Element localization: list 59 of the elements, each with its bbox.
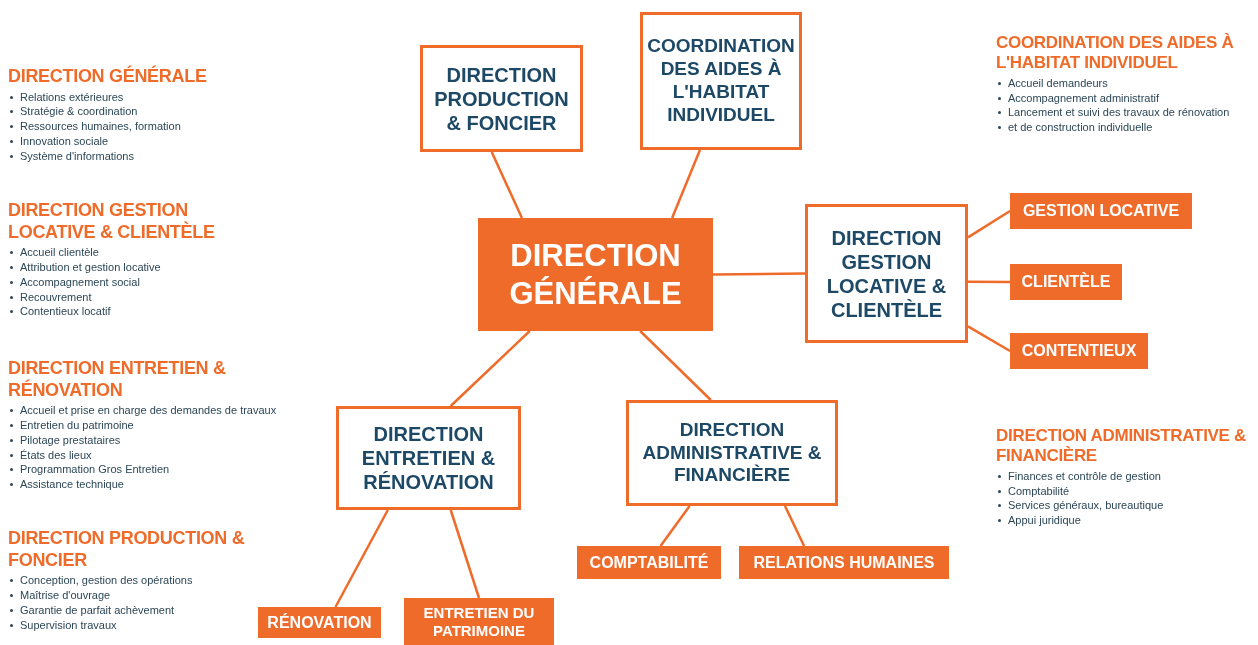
section-heading: DIRECTION GESTION LOCATIVE & CLIENTÈLE <box>8 200 216 244</box>
connector-line <box>334 509 389 608</box>
connector-line <box>490 151 524 219</box>
bullet-item: Innovation sociale <box>8 134 268 149</box>
bullet-item: et de construction individuelle <box>996 120 1258 135</box>
bullet-item: Stratégie & coordination <box>8 104 268 120</box>
department-box: DIRECTION ENTRETIEN & RÉNOVATION <box>336 406 521 510</box>
bullet-item: Recouvrement <box>8 289 248 305</box>
connector-line <box>713 272 805 276</box>
connector-line <box>659 505 691 547</box>
bullet-item: Appui juridique <box>996 513 1258 528</box>
section-heading: COORDINATION DES AIDES À L'HABITAT INDIVIDUEL <box>996 33 1235 74</box>
connector-line <box>449 330 531 407</box>
section-heading: DIRECTION PRODUCTION & FONCIER <box>8 528 246 572</box>
service-box: ENTRETIEN DU PATRIMOINE <box>404 598 554 645</box>
section-heading: DIRECTION ADMINISTRATIVE & FINANCIÈRE <box>996 426 1248 467</box>
bullet-item: Finances et contrôle de gestion <box>996 468 1258 484</box>
bullet-item: États des lieux <box>8 447 277 463</box>
bullet-item: Comptabilité <box>996 483 1258 499</box>
bullet-item: Accompagnement administratif <box>996 90 1258 106</box>
bullet-item: Accueil clientèle <box>8 245 248 260</box>
bullet-item: Relations extérieures <box>8 89 268 105</box>
bullet-item: Assistance technique <box>8 477 277 492</box>
bullet-item: Garantie de parfait achèvement <box>8 602 248 618</box>
service-box: CONTENTIEUX <box>1010 333 1148 369</box>
bullet-item: Entretien du patrimoine <box>8 418 277 433</box>
bullet-item: Conception, gestion des opérations <box>8 573 248 588</box>
bullet-item: Supervision travaux <box>8 617 248 633</box>
department-box: DIRECTION ADMINISTRATIVE & FINANCIÈRE <box>626 400 838 506</box>
service-box: GESTION LOCATIVE <box>1010 193 1192 229</box>
service-box: COMPTABILITÉ <box>577 546 721 579</box>
connector-line <box>639 330 712 401</box>
service-box: DIRECTION GÉNÉRALE <box>478 218 713 331</box>
bullet-item: Accompagnement social <box>8 274 248 290</box>
bullet-item: Accueil et prise en charge des demandes de travaux <box>8 403 277 418</box>
bullet-item: Accueil demandeurs <box>996 75 1258 91</box>
connector-line <box>967 325 1011 353</box>
service-box: RÉNOVATION <box>258 607 381 638</box>
bullet-item: Lancement et suivi des travaux de rénovation <box>996 105 1258 121</box>
bullet-item: Contentieux locatif <box>8 304 248 320</box>
bullet-item: Programmation Gros Entretien <box>8 462 277 478</box>
bullet-item: Pilotage prestataires <box>8 432 277 448</box>
bullet-item: Services généraux, bureautique <box>996 498 1258 514</box>
department-box: COORDINATION DES AIDES À L'HABITAT INDIVIDUEL <box>640 12 802 150</box>
bullet-item: Maîtrise d'ouvrage <box>8 588 248 603</box>
section-heading: DIRECTION GÉNÉRALE <box>8 66 208 88</box>
section-heading: DIRECTION ENTRETIEN & RÉNOVATION <box>8 358 227 402</box>
bullet-item: Attribution et gestion locative <box>8 260 248 275</box>
connector-line <box>670 149 702 219</box>
bullet-item: Ressources humaines, formation <box>8 119 268 134</box>
bullet-item: Système d'informations <box>8 148 268 164</box>
service-box: CLIENTÈLE <box>1010 264 1122 300</box>
department-box: DIRECTION GESTION LOCATIVE & CLIENTÈLE <box>805 204 968 343</box>
connector-line <box>449 509 481 599</box>
service-box: RELATIONS HUMAINES <box>739 546 949 579</box>
connector-line <box>967 209 1011 239</box>
department-box: DIRECTION PRODUCTION & FONCIER <box>420 45 583 152</box>
connector-line <box>968 280 1010 284</box>
connector-line <box>783 505 806 547</box>
